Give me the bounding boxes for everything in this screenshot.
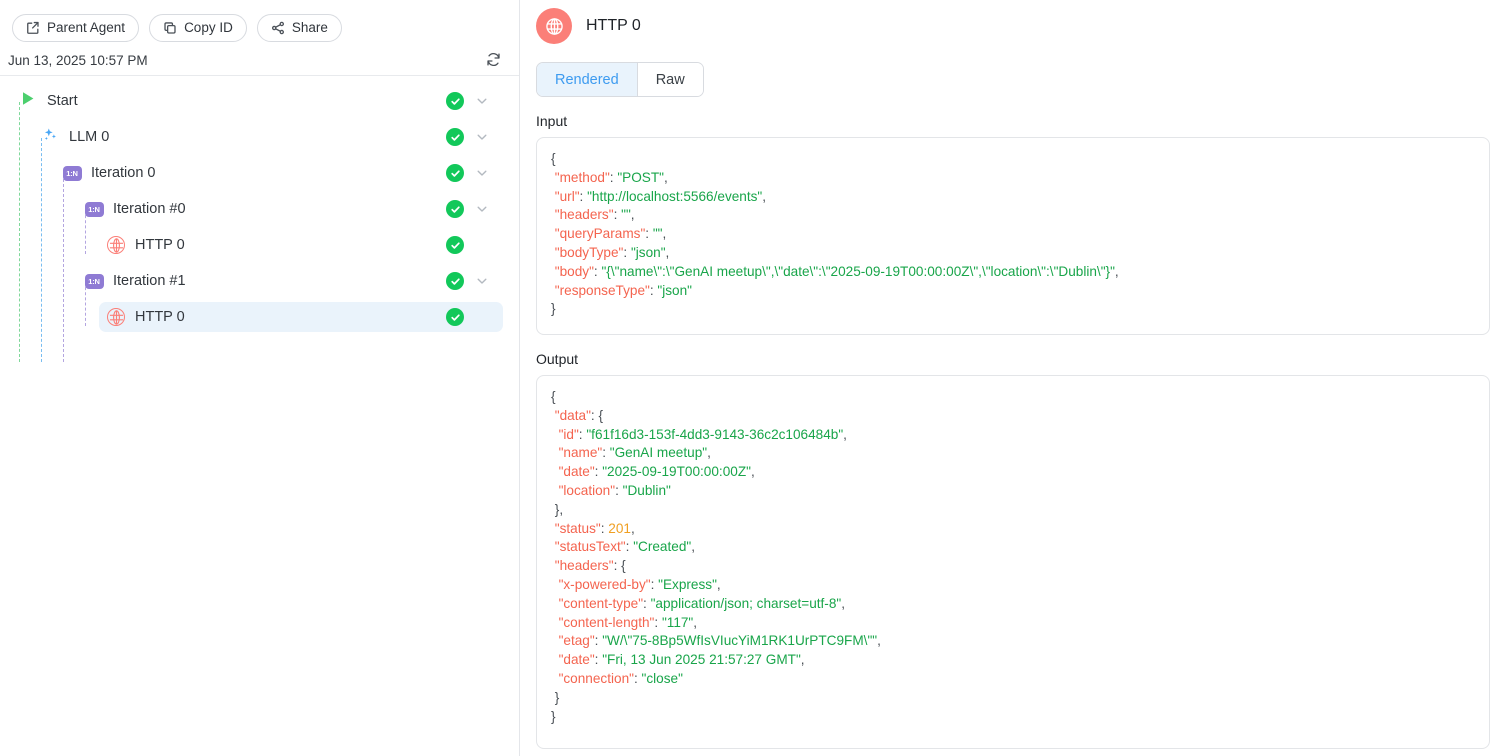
status-success-icon	[446, 128, 464, 146]
tree-node-status-group	[446, 128, 503, 146]
parent-agent-label: Parent Agent	[47, 20, 126, 36]
share-label: Share	[291, 20, 328, 36]
status-success-icon	[446, 272, 464, 290]
one-to-n-badge: 1:N	[62, 165, 82, 181]
tree-node-status-group	[446, 308, 503, 326]
tree-node-icon: 1:N	[61, 162, 83, 184]
share-button[interactable]: Share	[256, 14, 342, 42]
tree-node-icon	[17, 90, 39, 112]
guide-line-iteration-h1	[85, 282, 86, 326]
tree-node-icon	[105, 306, 127, 328]
tree-node-icon: 1:N	[83, 198, 105, 220]
chevron-down-icon[interactable]	[475, 130, 489, 144]
detail-header: HTTP 0	[536, 4, 1490, 48]
refresh-button[interactable]	[481, 49, 505, 73]
sidebar-toolbar: Parent Agent Copy ID S	[0, 0, 519, 46]
timestamp-row: Jun 13, 2025 10:57 PM	[0, 46, 519, 76]
tree-node-status-group	[446, 92, 503, 110]
status-success-icon	[446, 236, 464, 254]
tree-node-iteration-0[interactable]: 1:N Iteration 0	[55, 158, 503, 188]
share-icon	[271, 21, 285, 35]
tree-node-icon: 1:N	[83, 270, 105, 292]
tree-node-label: LLM 0	[69, 129, 110, 145]
input-section-label: Input	[536, 113, 568, 129]
view-mode-tabs: Rendered Raw	[536, 62, 704, 97]
tree-node-label: HTTP 0	[135, 309, 185, 325]
tree-node-status-group	[446, 236, 503, 254]
input-json-code: { "method": "POST", "url": "http://local…	[551, 151, 1119, 317]
guide-line-iteration-0	[63, 174, 64, 362]
guide-line-start	[19, 102, 20, 362]
status-success-icon	[446, 164, 464, 182]
one-to-n-badge: 1:N	[84, 273, 104, 289]
tree-node-icon	[39, 126, 61, 148]
tree-node-label: Iteration 0	[91, 165, 156, 181]
status-success-icon	[446, 200, 464, 218]
tree-node-status-group	[446, 164, 503, 182]
chevron-down-icon[interactable]	[475, 202, 489, 216]
copy-id-label: Copy ID	[184, 20, 233, 36]
tab-raw[interactable]: Raw	[636, 63, 703, 96]
globe-icon	[107, 236, 125, 254]
status-success-icon	[446, 92, 464, 110]
chevron-placeholder	[475, 238, 489, 252]
tree-node-iteration-0[interactable]: 1:N Iteration #0	[77, 194, 503, 224]
guide-line-iteration-h0	[85, 210, 86, 254]
refresh-icon	[485, 51, 502, 71]
page-title: HTTP 0	[586, 17, 641, 34]
guide-line-llm	[41, 138, 42, 362]
copy-icon	[163, 21, 177, 35]
globe-icon	[536, 8, 572, 44]
tree-node-status-group	[446, 200, 503, 218]
parent-agent-button[interactable]: Parent Agent	[12, 14, 140, 42]
status-success-icon	[446, 308, 464, 326]
sparkles-icon	[42, 126, 59, 148]
tree-node-label: Iteration #1	[113, 273, 186, 289]
tree-node-start[interactable]: Start	[11, 86, 503, 116]
tree-node-http-0[interactable]: HTTP 0	[99, 302, 503, 332]
play-icon	[21, 91, 35, 111]
tree-node-iteration-1[interactable]: 1:N Iteration #1	[77, 266, 503, 296]
one-to-n-badge: 1:N	[84, 201, 104, 217]
globe-icon	[107, 308, 125, 326]
chevron-down-icon[interactable]	[475, 94, 489, 108]
tree-node-label: Iteration #0	[113, 201, 186, 217]
tree-node-label: HTTP 0	[135, 237, 185, 253]
tree-node-icon	[105, 234, 127, 256]
tree-node-status-group	[446, 272, 503, 290]
tree-node-label: Start	[47, 93, 78, 109]
external-link-icon	[26, 21, 40, 35]
run-timestamp: Jun 13, 2025 10:57 PM	[8, 53, 148, 68]
sidebar: Parent Agent Copy ID S	[0, 0, 520, 756]
output-json-code: { "data": { "id": "f61f16d3-153f-4dd3-91…	[551, 389, 881, 724]
chevron-placeholder	[475, 310, 489, 324]
chevron-down-icon[interactable]	[475, 274, 489, 288]
input-json-panel[interactable]: { "method": "POST", "url": "http://local…	[536, 137, 1490, 335]
detail-panel: HTTP 0 Rendered Raw Input { "method": "P…	[520, 0, 1496, 756]
output-json-panel[interactable]: { "data": { "id": "f61f16d3-153f-4dd3-91…	[536, 375, 1490, 749]
output-section-label: Output	[536, 351, 579, 367]
tree-node-http-0[interactable]: HTTP 0	[99, 230, 503, 260]
copy-id-button[interactable]: Copy ID	[149, 14, 247, 42]
chevron-down-icon[interactable]	[475, 166, 489, 180]
tree-node-llm-0[interactable]: LLM 0	[33, 122, 503, 152]
tab-rendered[interactable]: Rendered	[537, 63, 637, 96]
